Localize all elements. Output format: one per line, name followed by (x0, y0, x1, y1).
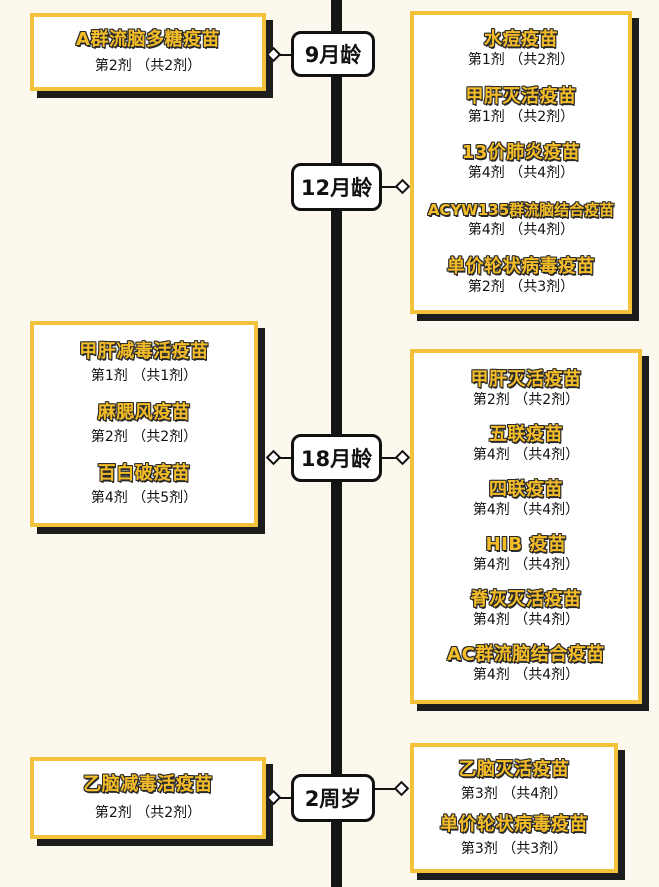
vaccine-entry: 甲肝灭活疫苗 第1剂 （共2剂） (466, 86, 577, 126)
vaccine-dose: 第2剂 （共2剂） (94, 805, 202, 821)
vaccine-entry: 甲肝灭活疫苗 第2剂 （共2剂） (471, 369, 582, 409)
vaccine-name: 13价肺炎疫苗 (461, 142, 581, 164)
vaccine-dose: 第4剂 （共4剂） (472, 667, 580, 684)
vaccine-dose: 第4剂 （共4剂） (467, 165, 575, 182)
vaccine-card-9-12m-right: 水痘疫苗 第1剂 （共2剂） 甲肝灭活疫苗 第1剂 （共2剂） 13价肺炎疫苗 … (410, 11, 632, 314)
connector-line (278, 797, 292, 799)
connector-line (382, 457, 398, 459)
vaccine-name: 五联疫苗 (488, 423, 563, 445)
vaccine-entry: 13价肺炎疫苗 第4剂 （共4剂） (462, 142, 581, 182)
vaccine-dose: 第1剂 （共2剂） (467, 108, 575, 125)
vaccine-name: 甲肝减毒活疫苗 (79, 341, 209, 363)
vaccine-dose: 第4剂 （共4剂） (472, 446, 580, 463)
vaccine-entry: 乙脑减毒活疫苗 第2剂 （共2剂） (83, 774, 213, 822)
connector-diamond (394, 449, 411, 466)
vaccine-name: HIB 疫苗 (485, 534, 567, 556)
vaccine-name: 乙脑减毒活疫苗 (83, 774, 213, 795)
age-badge-9m: 9月龄 (291, 31, 375, 77)
connector-line (375, 788, 397, 790)
vaccine-entry: 四联疫苗 第4剂 （共4剂） (473, 479, 579, 519)
vaccine-entry: 麻腮风疫苗 第2剂 （共2剂） (91, 402, 197, 446)
vaccine-dose: 第1剂 （共1剂） (90, 368, 198, 385)
vaccine-entry: 甲肝减毒活疫苗 第1剂 （共1剂） (79, 341, 209, 385)
vaccine-entry: 单价轮状病毒疫苗 第3剂 （共3剂） (440, 814, 588, 858)
connector-line (382, 186, 398, 188)
vaccine-dose: 第4剂 （共4剂） (467, 222, 575, 239)
vaccine-dose: 第4剂 （共4剂） (472, 612, 580, 629)
vaccine-name: 单价轮状病毒疫苗 (447, 255, 595, 277)
connector-diamond (393, 780, 410, 797)
vaccine-card-9m-left: A群流脑多糖疫苗 第2剂 （共2剂） (30, 13, 266, 91)
vaccine-name: 乙脑灭活疫苗 (458, 758, 570, 780)
vaccine-name: 脊灰灭活疫苗 (470, 589, 582, 611)
vaccine-entry: 水痘疫苗 第1剂 （共2剂） (468, 29, 574, 69)
vaccine-name: AC群流脑结合疫苗 (447, 644, 605, 666)
age-badge-12m: 12月龄 (291, 163, 382, 211)
connector-diamond (394, 178, 411, 195)
age-badge-18m: 18月龄 (291, 434, 382, 482)
vaccine-card-18m-left: 甲肝减毒活疫苗 第1剂 （共1剂） 麻腮风疫苗 第2剂 （共2剂） 百白破疫苗 … (30, 321, 258, 527)
vaccine-dose: 第4剂 （共4剂） (472, 501, 580, 518)
vaccine-name: 甲肝灭活疫苗 (470, 368, 582, 390)
vaccine-entry: 百白破疫苗 第4剂 （共5剂） (91, 463, 197, 507)
vaccine-name: A群流脑多糖疫苗 (76, 29, 220, 50)
vaccine-entry: 脊灰灭活疫苗 第4剂 （共4剂） (471, 589, 582, 629)
vaccine-card-18m-right: 甲肝灭活疫苗 第2剂 （共2剂） 五联疫苗 第4剂 （共4剂） 四联疫苗 第4剂… (410, 349, 642, 704)
vaccine-entry: A群流脑多糖疫苗 第2剂 （共2剂） (76, 29, 220, 75)
vaccine-dose: 第4剂 （共5剂） (90, 489, 198, 506)
vaccine-name: 甲肝灭活疫苗 (465, 85, 577, 107)
connector-line (278, 54, 292, 56)
vaccine-dose: 第3剂 （共3剂） (460, 840, 568, 857)
vaccine-entry: 单价轮状病毒疫苗 第2剂 （共3剂） (447, 256, 595, 296)
vaccine-name: 水痘疫苗 (483, 29, 558, 51)
vaccine-dose: 第2剂 （共3剂） (467, 278, 575, 295)
vaccine-name: 单价轮状病毒疫苗 (440, 813, 588, 835)
vaccine-card-2y-left: 乙脑减毒活疫苗 第2剂 （共2剂） (30, 757, 266, 839)
vaccine-dose: 第3剂 （共4剂） (460, 785, 568, 802)
vaccine-name: 麻腮风疫苗 (97, 401, 191, 423)
vaccine-dose: 第2剂 （共2剂） (472, 391, 580, 408)
connector-line (278, 457, 292, 459)
vaccine-dose: 第1剂 （共2剂） (467, 52, 575, 69)
vaccine-entry: AC群流脑结合疫苗 第4剂 （共4剂） (447, 644, 605, 684)
age-badge-2y: 2周岁 (291, 774, 375, 822)
vaccine-dose: 第2剂 （共2剂） (90, 428, 198, 445)
vaccine-card-2y-right: 乙脑灭活疫苗 第3剂 （共4剂） 单价轮状病毒疫苗 第3剂 （共3剂） (410, 743, 618, 873)
vaccine-name: ACYW135群流脑结合疫苗 (427, 201, 615, 220)
vaccine-entry: HIB 疫苗 第4剂 （共4剂） (473, 534, 579, 574)
vaccine-name: 四联疫苗 (488, 478, 563, 500)
vaccine-dose: 第2剂 （共2剂） (94, 58, 202, 74)
vaccine-entry: 五联疫苗 第4剂 （共4剂） (473, 424, 579, 464)
vaccine-name: 百白破疫苗 (97, 462, 191, 484)
vaccine-entry: ACYW135群流脑结合疫苗 第4剂 （共4剂） (428, 199, 614, 239)
vaccine-entry: 乙脑灭活疫苗 第3剂 （共4剂） (459, 759, 570, 803)
vaccine-dose: 第4剂 （共4剂） (472, 557, 580, 574)
